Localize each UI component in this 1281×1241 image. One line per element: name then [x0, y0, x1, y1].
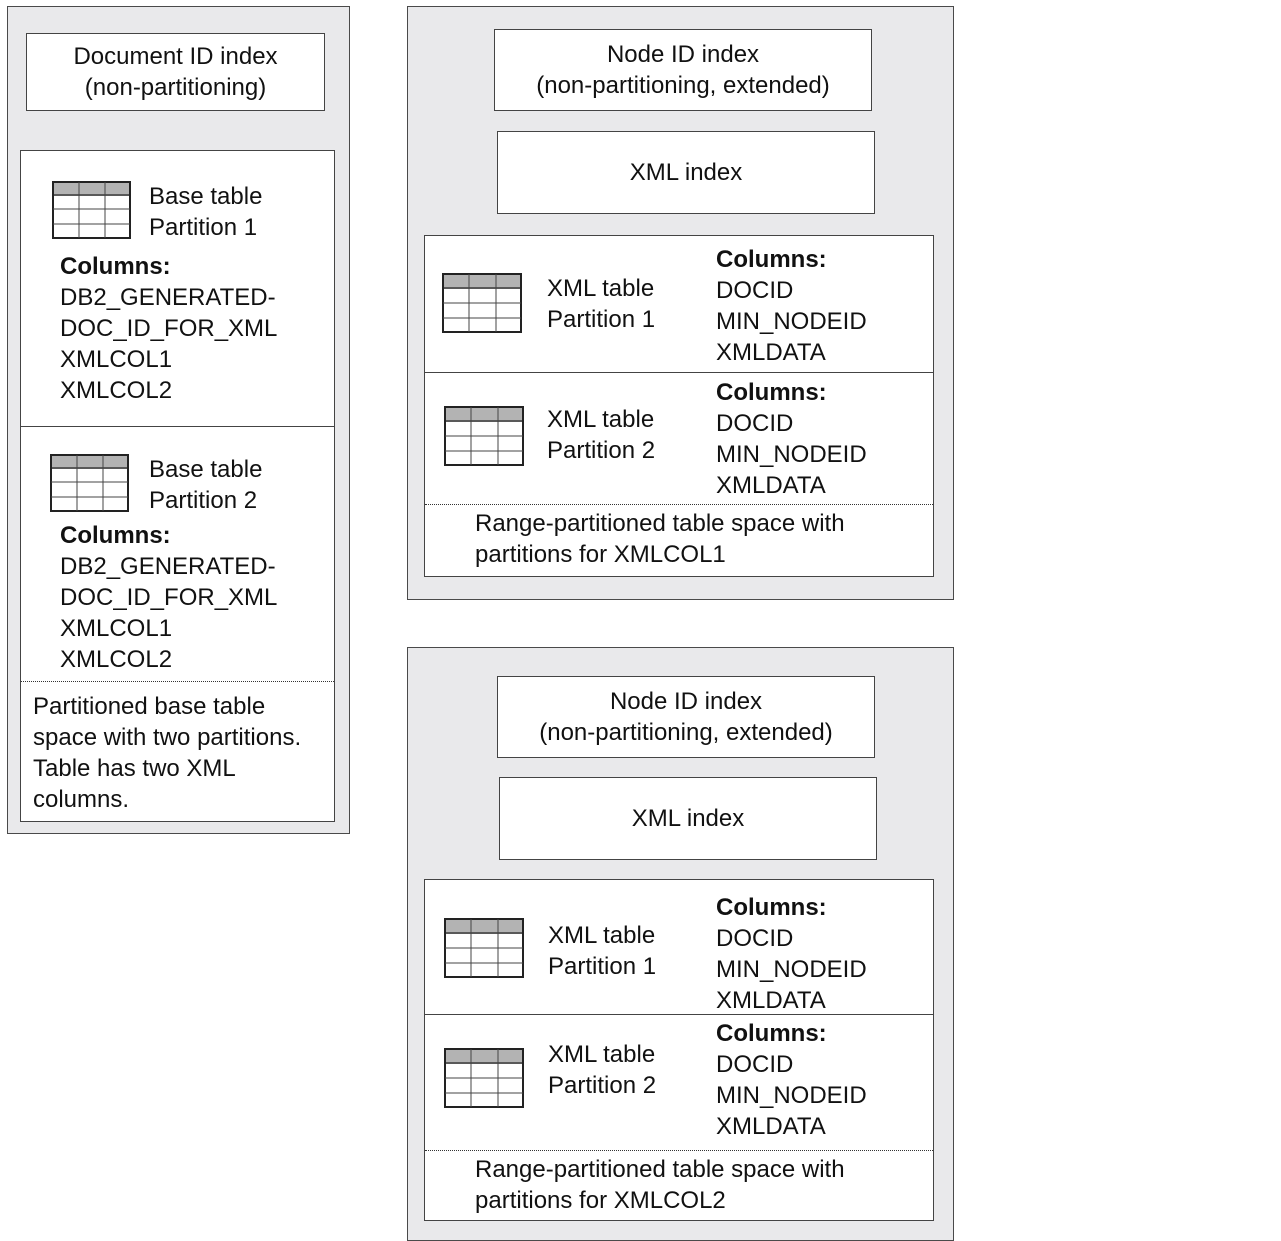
column-name: XMLCOL2	[60, 646, 173, 673]
xml-index-box: XML index	[497, 131, 875, 214]
partition-label: XML table	[548, 922, 656, 949]
column-name: DOCID	[716, 410, 794, 437]
table-icon	[442, 273, 522, 333]
description-line: Partitioned base table	[33, 693, 266, 720]
base-table-space-box: Base table Partition 1 Columns: DB2_GENE…	[20, 150, 335, 822]
table-space-description: Range-partitioned table space with parti…	[475, 508, 845, 570]
table-icon	[444, 406, 524, 466]
node-id-index-box: Node ID index (non-partitioning, extende…	[497, 676, 875, 758]
column-name: MIN_NODEID	[716, 308, 867, 335]
description-line: space with two partitions.	[33, 724, 302, 751]
columns-heading: Columns:	[716, 246, 827, 273]
partition-label: Partition 1	[548, 953, 657, 980]
partition-label: Partition 1	[149, 214, 258, 241]
partition-label: Partition 2	[548, 1072, 657, 1099]
columns-heading: Columns:	[60, 253, 171, 280]
partition-label: XML table	[547, 275, 655, 302]
column-name: MIN_NODEID	[716, 1082, 867, 1109]
xml-table-space-box: XML table Partition 1 Columns: DOCID MIN…	[424, 879, 934, 1221]
xml-table-space-panel-xmlcol2: Node ID index (non-partitioning, extende…	[407, 647, 954, 1241]
description-line: columns.	[33, 786, 130, 813]
document-id-index-title: Document ID index	[73, 43, 278, 70]
table-icon	[444, 1048, 524, 1108]
table-icon	[50, 454, 129, 512]
columns-heading: Columns:	[716, 1020, 827, 1047]
partition-label: Base table	[149, 183, 263, 210]
columns-heading: Columns:	[716, 894, 827, 921]
partition-label: Base table	[149, 456, 263, 483]
column-name: DB2_GENERATED-	[60, 284, 276, 311]
footer-divider	[21, 681, 334, 682]
description-line: partitions for XMLCOL2	[475, 1187, 726, 1214]
description-line: Range-partitioned table space with	[475, 1156, 845, 1183]
column-name: DB2_GENERATED-	[60, 553, 276, 580]
column-name: XMLDATA	[716, 472, 826, 499]
column-name: XMLCOL1	[60, 615, 173, 642]
partition-label: Partition 2	[547, 437, 656, 464]
footer-divider	[425, 504, 933, 505]
partition-divider	[425, 1014, 933, 1015]
xml-table-space-box: XML table Partition 1 Columns: DOCID MIN…	[424, 235, 934, 577]
table-icon	[444, 918, 524, 978]
partition-label: Partition 1	[547, 306, 656, 333]
column-name: DOCID	[716, 277, 794, 304]
node-id-index-subtitle: (non-partitioning, extended)	[536, 72, 830, 99]
table-space-description: Partitioned base table space with two pa…	[33, 691, 301, 815]
base-table-space-panel: Document ID index (non-partitioning) Bas…	[7, 6, 350, 834]
xml-table-space-panel-xmlcol1: Node ID index (non-partitioning, extende…	[407, 6, 954, 600]
description-line: partitions for XMLCOL1	[475, 541, 726, 568]
footer-divider	[425, 1150, 933, 1151]
columns-heading: Columns:	[716, 379, 827, 406]
node-id-index-box: Node ID index (non-partitioning, extende…	[494, 29, 872, 111]
description-line: Range-partitioned table space with	[475, 510, 845, 537]
partition-label: XML table	[548, 1041, 656, 1068]
partition-divider	[21, 426, 334, 427]
partition-divider	[425, 372, 933, 373]
column-name: XMLCOL1	[60, 346, 173, 373]
column-name: DOC_ID_FOR_XML	[60, 584, 278, 611]
document-id-index-subtitle: (non-partitioning)	[84, 74, 267, 101]
partition-label: Partition 2	[149, 487, 258, 514]
table-icon	[52, 181, 131, 239]
column-name: DOC_ID_FOR_XML	[60, 315, 278, 342]
xml-index-box: XML index	[499, 777, 877, 860]
column-name: XMLCOL2	[60, 377, 173, 404]
column-name: XMLDATA	[716, 987, 826, 1014]
document-id-index-box: Document ID index (non-partitioning)	[26, 33, 325, 111]
table-space-description: Range-partitioned table space with parti…	[475, 1154, 845, 1216]
description-line: Table has two XML	[33, 755, 236, 782]
node-id-index-title: Node ID index	[606, 41, 760, 68]
partition-label: XML table	[547, 406, 655, 433]
xml-index-label: XML index	[631, 805, 745, 832]
column-name: MIN_NODEID	[716, 956, 867, 983]
node-id-index-title: Node ID index	[609, 688, 763, 715]
column-name: DOCID	[716, 1051, 794, 1078]
column-name: XMLDATA	[716, 339, 826, 366]
node-id-index-subtitle: (non-partitioning, extended)	[539, 719, 833, 746]
column-name: DOCID	[716, 925, 794, 952]
xml-index-label: XML index	[629, 159, 743, 186]
column-name: XMLDATA	[716, 1113, 826, 1140]
column-name: MIN_NODEID	[716, 441, 867, 468]
columns-heading: Columns:	[60, 522, 171, 549]
